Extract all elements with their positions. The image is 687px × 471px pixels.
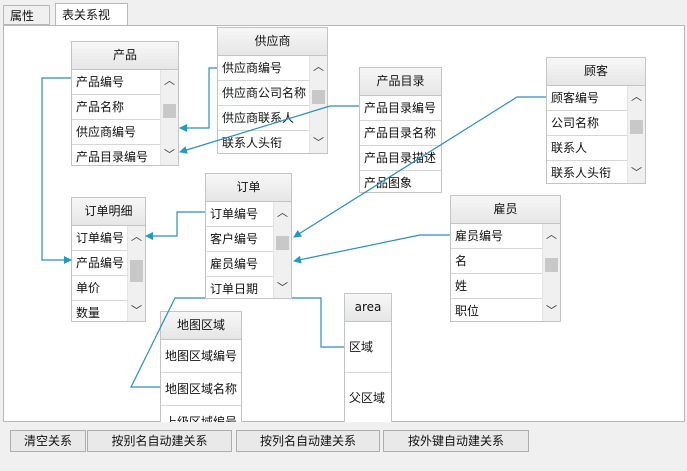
field-row[interactable]: 产品目录编号	[72, 145, 178, 165]
scroll-thumb[interactable]	[163, 104, 176, 118]
table-title: area	[345, 294, 391, 322]
field-row[interactable]: 供应商编号	[72, 120, 178, 145]
field-row[interactable]: 联系人头衔	[547, 161, 645, 183]
field-row[interactable]: 地图区域编号	[161, 340, 241, 373]
tab-bar: 属性区 表关系视图	[0, 0, 687, 44]
field-row[interactable]: 订单编号	[72, 226, 145, 251]
chevron-up-icon[interactable]: ︿	[631, 90, 642, 103]
table-title: 雇员	[451, 196, 560, 224]
table-order-detail[interactable]: 订单明细 订单编号 产品编号 单价 数量 ︿ ﹀	[71, 197, 146, 322]
field-row[interactable]: 产品编号	[72, 70, 178, 95]
chevron-up-icon[interactable]: ︿	[313, 60, 324, 73]
table-catalog[interactable]: 产品目录 产品目录编号 产品目录名称 产品目录描述 产品图象	[359, 67, 442, 193]
scroll-thumb[interactable]	[312, 90, 325, 104]
scrollbar[interactable]: ︿ ﹀	[542, 224, 560, 321]
scrollbar[interactable]: ︿ ﹀	[160, 70, 178, 165]
field-row[interactable]: 产品目录名称	[360, 121, 441, 146]
field-row[interactable]: 产品目录描述	[360, 146, 441, 171]
chevron-up-icon[interactable]: ︿	[277, 206, 288, 219]
chevron-up-icon[interactable]: ︿	[164, 74, 175, 87]
field-row[interactable]: 产品编号	[72, 251, 145, 276]
table-title: 产品	[72, 42, 178, 70]
table-title: 产品目录	[360, 68, 441, 96]
clear-relations-button[interactable]: 清空关系	[10, 430, 86, 452]
table-customer[interactable]: 顾客 顾客编号 公司名称 联系人 联系人头衔 ︿ ﹀	[546, 57, 646, 184]
table-order[interactable]: 订单 订单编号 客户编号 雇员编号 订单日期 ︿ ﹀	[205, 173, 292, 299]
scroll-thumb[interactable]	[130, 260, 143, 282]
table-title: 顾客	[547, 58, 645, 86]
field-row[interactable]: 产品名称	[72, 95, 178, 120]
scroll-thumb[interactable]	[630, 120, 643, 134]
chevron-down-icon[interactable]: ﹀	[313, 136, 324, 149]
field-row[interactable]: 联系人	[547, 136, 645, 161]
table-supplier[interactable]: 供应商 供应商编号 供应商公司名称 供应商联系人 联系人头衔 ︿ ﹀	[217, 27, 328, 154]
field-row[interactable]: 名	[451, 249, 560, 274]
scrollbar[interactable]: ︿ ﹀	[127, 226, 145, 321]
field-row[interactable]: 公司名称	[547, 111, 645, 136]
table-area[interactable]: area 区域 父区域	[344, 293, 392, 422]
field-row[interactable]: 父区域	[349, 391, 386, 405]
scrollbar[interactable]: ︿ ﹀	[627, 86, 645, 183]
tab-relation-view[interactable]: 表关系视图	[55, 3, 128, 44]
chevron-down-icon[interactable]: ﹀	[164, 148, 175, 161]
scrollbar[interactable]: ︿ ﹀	[273, 202, 291, 298]
scroll-thumb[interactable]	[545, 258, 558, 272]
field-row[interactable]: 区域	[345, 322, 391, 373]
chevron-down-icon[interactable]: ﹀	[131, 304, 142, 317]
field-row[interactable]: 顾客编号	[547, 86, 645, 111]
chevron-down-icon[interactable]: ﹀	[631, 166, 642, 179]
tab-properties[interactable]: 属性区	[3, 5, 50, 43]
table-map-region[interactable]: 地图区域 地图区域编号 地图区域名称 上级区域编号	[160, 311, 242, 422]
field-row[interactable]: 上级区域编号	[161, 406, 241, 422]
table-title: 订单	[206, 174, 291, 202]
chevron-down-icon[interactable]: ﹀	[546, 304, 557, 317]
field-row[interactable]: 订单日期	[206, 277, 291, 298]
field-row[interactable]: 客户编号	[206, 227, 291, 252]
build-by-alias-button[interactable]: 按别名自动建关系	[87, 430, 232, 452]
scroll-thumb[interactable]	[276, 236, 289, 250]
field-row[interactable]: 产品图象	[360, 171, 441, 192]
field-row[interactable]: 数量	[72, 301, 145, 321]
build-by-foreign-key-button[interactable]: 按外键自动建关系	[383, 430, 529, 452]
field-row[interactable]: 供应商编号	[218, 56, 327, 81]
field-row[interactable]: 地图区域名称	[161, 373, 241, 406]
chevron-up-icon[interactable]: ︿	[131, 230, 142, 243]
table-employee[interactable]: 雇员 雇员编号 名 姓 职位 ︿ ﹀	[450, 195, 561, 322]
table-title: 订单明细	[72, 198, 145, 226]
build-by-column-name-button[interactable]: 按列名自动建关系	[236, 430, 380, 452]
table-title: 地图区域	[161, 312, 241, 340]
table-product[interactable]: 产品 产品编号 产品名称 供应商编号 产品目录编号 ︿ ﹀	[71, 41, 179, 166]
field-row[interactable]: 单价	[72, 276, 145, 301]
field-row[interactable]: 订单编号	[206, 202, 291, 227]
field-row[interactable]: 雇员编号	[206, 252, 291, 277]
field-row[interactable]: 姓	[451, 274, 560, 299]
field-row[interactable]: 职位	[451, 299, 560, 321]
chevron-up-icon[interactable]: ︿	[546, 228, 557, 241]
chevron-down-icon[interactable]: ﹀	[277, 281, 288, 294]
table-title: 供应商	[218, 28, 327, 56]
scrollbar[interactable]: ︿ ﹀	[309, 56, 327, 153]
field-row[interactable]: 产品目录编号	[360, 96, 441, 121]
